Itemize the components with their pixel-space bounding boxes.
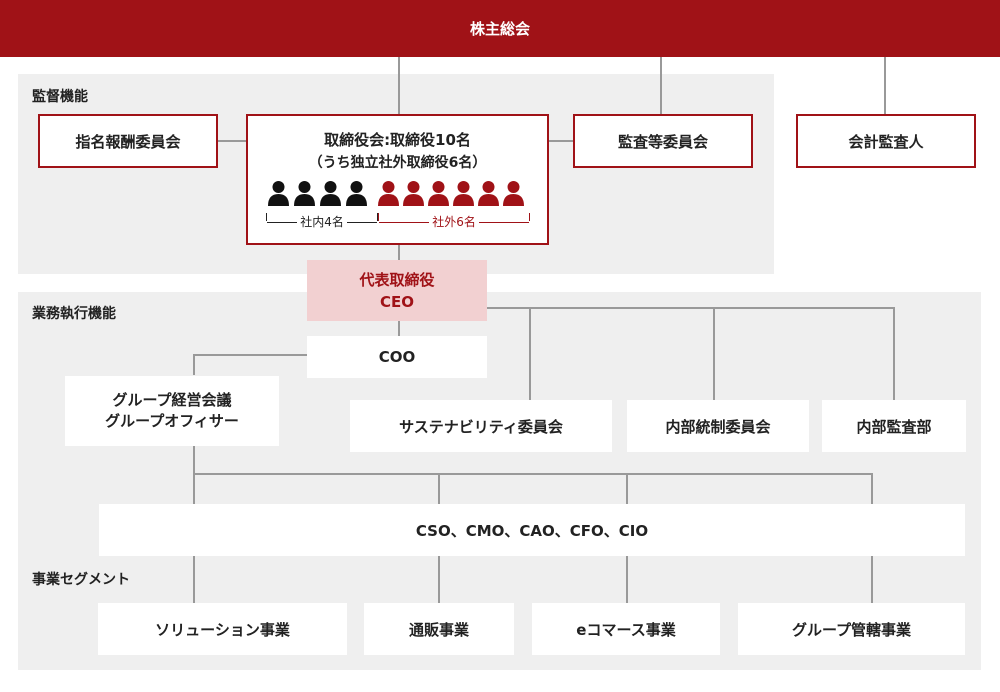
connector-line (529, 307, 531, 400)
internal-control-committee: 内部統制委員会 (627, 400, 809, 452)
board-title: 取締役会:取締役10名 (324, 131, 471, 149)
segment-group-managed: グループ管轄事業 (738, 603, 965, 655)
connector-line (548, 140, 573, 142)
connector-line (398, 321, 400, 336)
person-icon (403, 181, 424, 206)
connector-line (218, 140, 246, 142)
supervision-label: 監督機能 (32, 89, 88, 105)
nomination-compensation-committee: 指名報酬委員会 (38, 114, 218, 168)
coo-box: COO (307, 336, 487, 378)
connector-line (713, 307, 715, 400)
internal-label: 社内4名 (300, 214, 344, 229)
group-officer: グループオフィサー (105, 412, 239, 430)
person-icon (453, 181, 474, 206)
connector-line (398, 57, 400, 114)
external-directors-icons (378, 180, 538, 208)
audit-committee: 監査等委員会 (573, 114, 753, 168)
ceo-title: 代表取締役 (359, 270, 435, 289)
external-label: 社外6名 (432, 214, 476, 229)
officers-box: CSO、CMO、CAO、CFO、CIO (99, 504, 965, 556)
ceo-role: CEO (379, 292, 414, 311)
connector-line (193, 354, 195, 375)
shareholders-meeting-bar: 株主総会 (0, 0, 1000, 57)
connector-line (893, 307, 895, 400)
internal-directors-icons (268, 180, 378, 208)
external-bracket: 社外6名 (378, 213, 531, 229)
person-icon (346, 181, 367, 206)
segment-mail-order: 通販事業 (364, 603, 514, 655)
internal-bracket: 社内4名 (266, 213, 379, 229)
segments-label: 事業セグメント (32, 572, 130, 588)
segment-ecommerce: eコマース事業 (532, 603, 720, 655)
connector-line (193, 473, 873, 475)
ceo-box: 代表取締役 CEO (307, 260, 487, 321)
person-icon (378, 181, 399, 206)
accounting-auditor: 会計監査人 (796, 114, 976, 168)
connector-line (660, 57, 662, 114)
group-management-box: グループ経営会議 グループオフィサー (65, 376, 279, 446)
person-icon (294, 181, 315, 206)
connector-line (398, 244, 400, 260)
connector-line (884, 57, 886, 114)
person-icon (478, 181, 499, 206)
person-icon (268, 181, 289, 206)
sustainability-committee: サステナビリティ委員会 (350, 400, 612, 452)
internal-audit-department: 内部監査部 (822, 400, 966, 452)
execution-label: 業務執行機能 (32, 306, 116, 322)
board-of-directors: 取締役会:取締役10名 （うち独立社外取締役6名） 社内4名 社外6名 (246, 114, 549, 245)
connector-line (193, 354, 308, 356)
group-management-meeting: グループ経営会議 (112, 391, 232, 409)
person-icon (428, 181, 449, 206)
person-icon (503, 181, 524, 206)
board-subtitle: （うち独立社外取締役6名） (308, 155, 487, 171)
person-icon (320, 181, 341, 206)
connector-line (487, 307, 895, 309)
segment-solutions: ソリューション事業 (98, 603, 347, 655)
